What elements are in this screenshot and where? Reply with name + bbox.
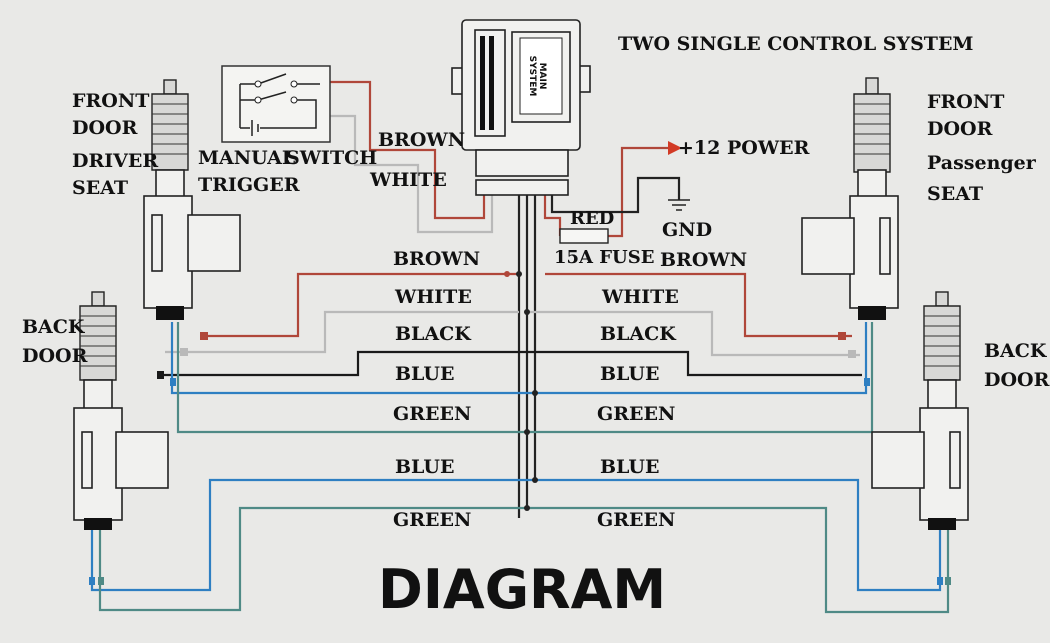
wires [89, 80, 951, 614]
module-label-line1: MAIN [537, 63, 547, 90]
left-blue-wire [170, 322, 535, 395]
back-right-label-1: BACK [984, 340, 1048, 362]
right-green-wire [527, 322, 874, 434]
switch-white-label: WHITE [369, 169, 447, 191]
back-right-label-2: DOOR [984, 369, 1050, 391]
connector-left-blue [170, 378, 176, 386]
front-passenger-label-2: DOOR [927, 118, 993, 140]
connector-left-brown [200, 332, 208, 340]
right-wire-label-white: WHITE [601, 286, 679, 308]
left-wire-label-blue: BLUE [395, 363, 454, 385]
left-wire-label-brown: BROWN [393, 248, 480, 270]
manual-label: MANUAL [198, 147, 295, 169]
left-wire-label-white: WHITE [394, 286, 472, 308]
connector-back-left-green [98, 577, 104, 585]
power-feed-wire [608, 146, 668, 238]
connector-right-brown [838, 332, 846, 340]
left-brown-wire [205, 272, 519, 338]
main-control-module: MAIN SYSTEM [451, 19, 591, 196]
red-power-lead [543, 195, 562, 236]
actuator-front-driver [143, 79, 241, 320]
diagram-title: TWO SINGLE CONTROL SYSTEM [618, 33, 973, 55]
right-brown-wire [545, 272, 852, 338]
left-wire-label-green: GREEN [393, 403, 471, 425]
ground-icon [668, 199, 690, 211]
actuator-back-right [871, 291, 969, 530]
connector-back-left-blue [89, 577, 95, 585]
left-wire-label-green-2: GREEN [393, 509, 471, 531]
front-driver-label-3: DRIVER [72, 150, 158, 172]
red-wire-label: RED [570, 208, 614, 229]
manual-trigger-switch [221, 65, 331, 143]
left-green-wire [176, 322, 527, 434]
junction-dots [504, 271, 538, 511]
right-white-wire [527, 310, 860, 357]
module-label-line2: SYSTEM [527, 56, 537, 97]
right-wire-label-green: GREEN [597, 403, 675, 425]
front-driver-label-4: SEAT [72, 177, 128, 199]
back-left-label-1: BACK [22, 316, 86, 338]
right-wire-label-blue-2: BLUE [600, 456, 659, 478]
left-wire-label-blue-2: BLUE [395, 456, 454, 478]
front-passenger-label-4: SEAT [927, 183, 983, 205]
right-wire-label-black: BLACK [600, 323, 677, 345]
footer-diagram-title: DIAGRAM [378, 558, 666, 621]
ground-wire [550, 176, 681, 214]
front-passenger-label-3: Passenger [927, 152, 1037, 174]
front-passenger-label-1: FRONT [927, 91, 1004, 113]
connector-back-right-green [945, 577, 951, 585]
trigger-label: TRIGGER [198, 174, 300, 196]
actuator-back-left [73, 291, 169, 530]
connector-right-blue [864, 378, 870, 386]
right-wire-label-green-2: GREEN [597, 509, 675, 531]
right-black-wire [519, 350, 862, 377]
connector-right-white [848, 350, 856, 358]
gnd-label: GND [662, 219, 712, 241]
switch-brown-label: BROWN [378, 129, 465, 151]
gnd-brown-label: BROWN [660, 249, 747, 271]
left-black-wire [160, 350, 519, 377]
back-left-label-2: DOOR [22, 345, 88, 367]
fuse-label: 15A FUSE [554, 247, 654, 268]
actuator-front-passenger [801, 77, 899, 320]
switch-label: SWITCH [286, 147, 377, 169]
right-wire-label-blue: BLUE [600, 363, 659, 385]
front-driver-label-2: DOOR [72, 117, 138, 139]
fuse [559, 228, 609, 244]
right-blue-wire [535, 322, 868, 395]
left-back-blue-wire [90, 478, 535, 592]
switch-brown-wire [330, 80, 486, 220]
power-arrow-icon [668, 141, 682, 155]
connector-left-black [157, 371, 164, 379]
connector-back-right-blue [937, 577, 943, 585]
right-back-blue-wire [535, 478, 942, 592]
switch-white-wire [330, 114, 494, 234]
power-label: +12 POWER [678, 137, 810, 159]
front-driver-label-1: FRONT [72, 90, 149, 112]
connector-left-white [180, 348, 188, 356]
left-white-wire [165, 310, 519, 354]
left-wire-label-black: BLACK [395, 323, 472, 345]
